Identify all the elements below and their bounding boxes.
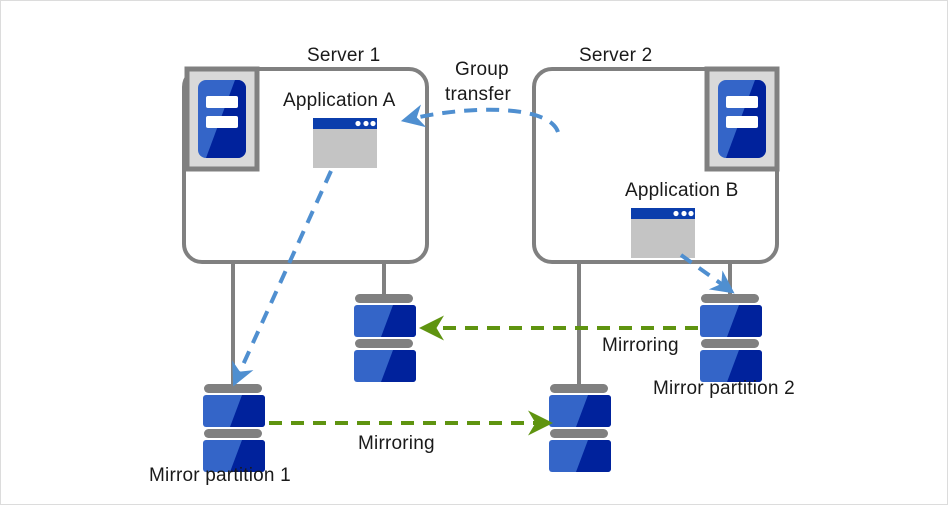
server1-title: Server 1 <box>307 45 381 66</box>
mirror-partition-2-label: Mirror partition 2 <box>653 378 795 399</box>
server-icon <box>187 69 257 169</box>
application-b-label: Application B <box>625 180 739 201</box>
application-a-label: Application A <box>283 90 396 111</box>
blue-dashed-arrow <box>232 170 333 387</box>
disk-stack-icon <box>354 294 416 382</box>
server1-box <box>182 67 429 264</box>
server2-title: Server 2 <box>579 45 653 66</box>
app-window-icon <box>313 118 377 168</box>
blue-dashed-arrow <box>400 104 560 133</box>
mirror-partition-1-label: Mirror partition 1 <box>149 465 291 486</box>
group-transfer-label-line2: transfer <box>445 84 512 105</box>
server-icon <box>707 69 777 169</box>
disk-stack-icon <box>549 384 611 472</box>
mirroring-label-bottom: Mirroring <box>358 433 435 454</box>
blue-dashed-arrow <box>679 253 735 294</box>
disk-stack-icon <box>700 294 762 382</box>
app-window-icon <box>631 208 695 258</box>
disk-stack-icon <box>203 384 265 472</box>
group-transfer-label-line1: Group <box>455 59 509 80</box>
mirroring-label-top: Mirroring <box>602 335 679 356</box>
